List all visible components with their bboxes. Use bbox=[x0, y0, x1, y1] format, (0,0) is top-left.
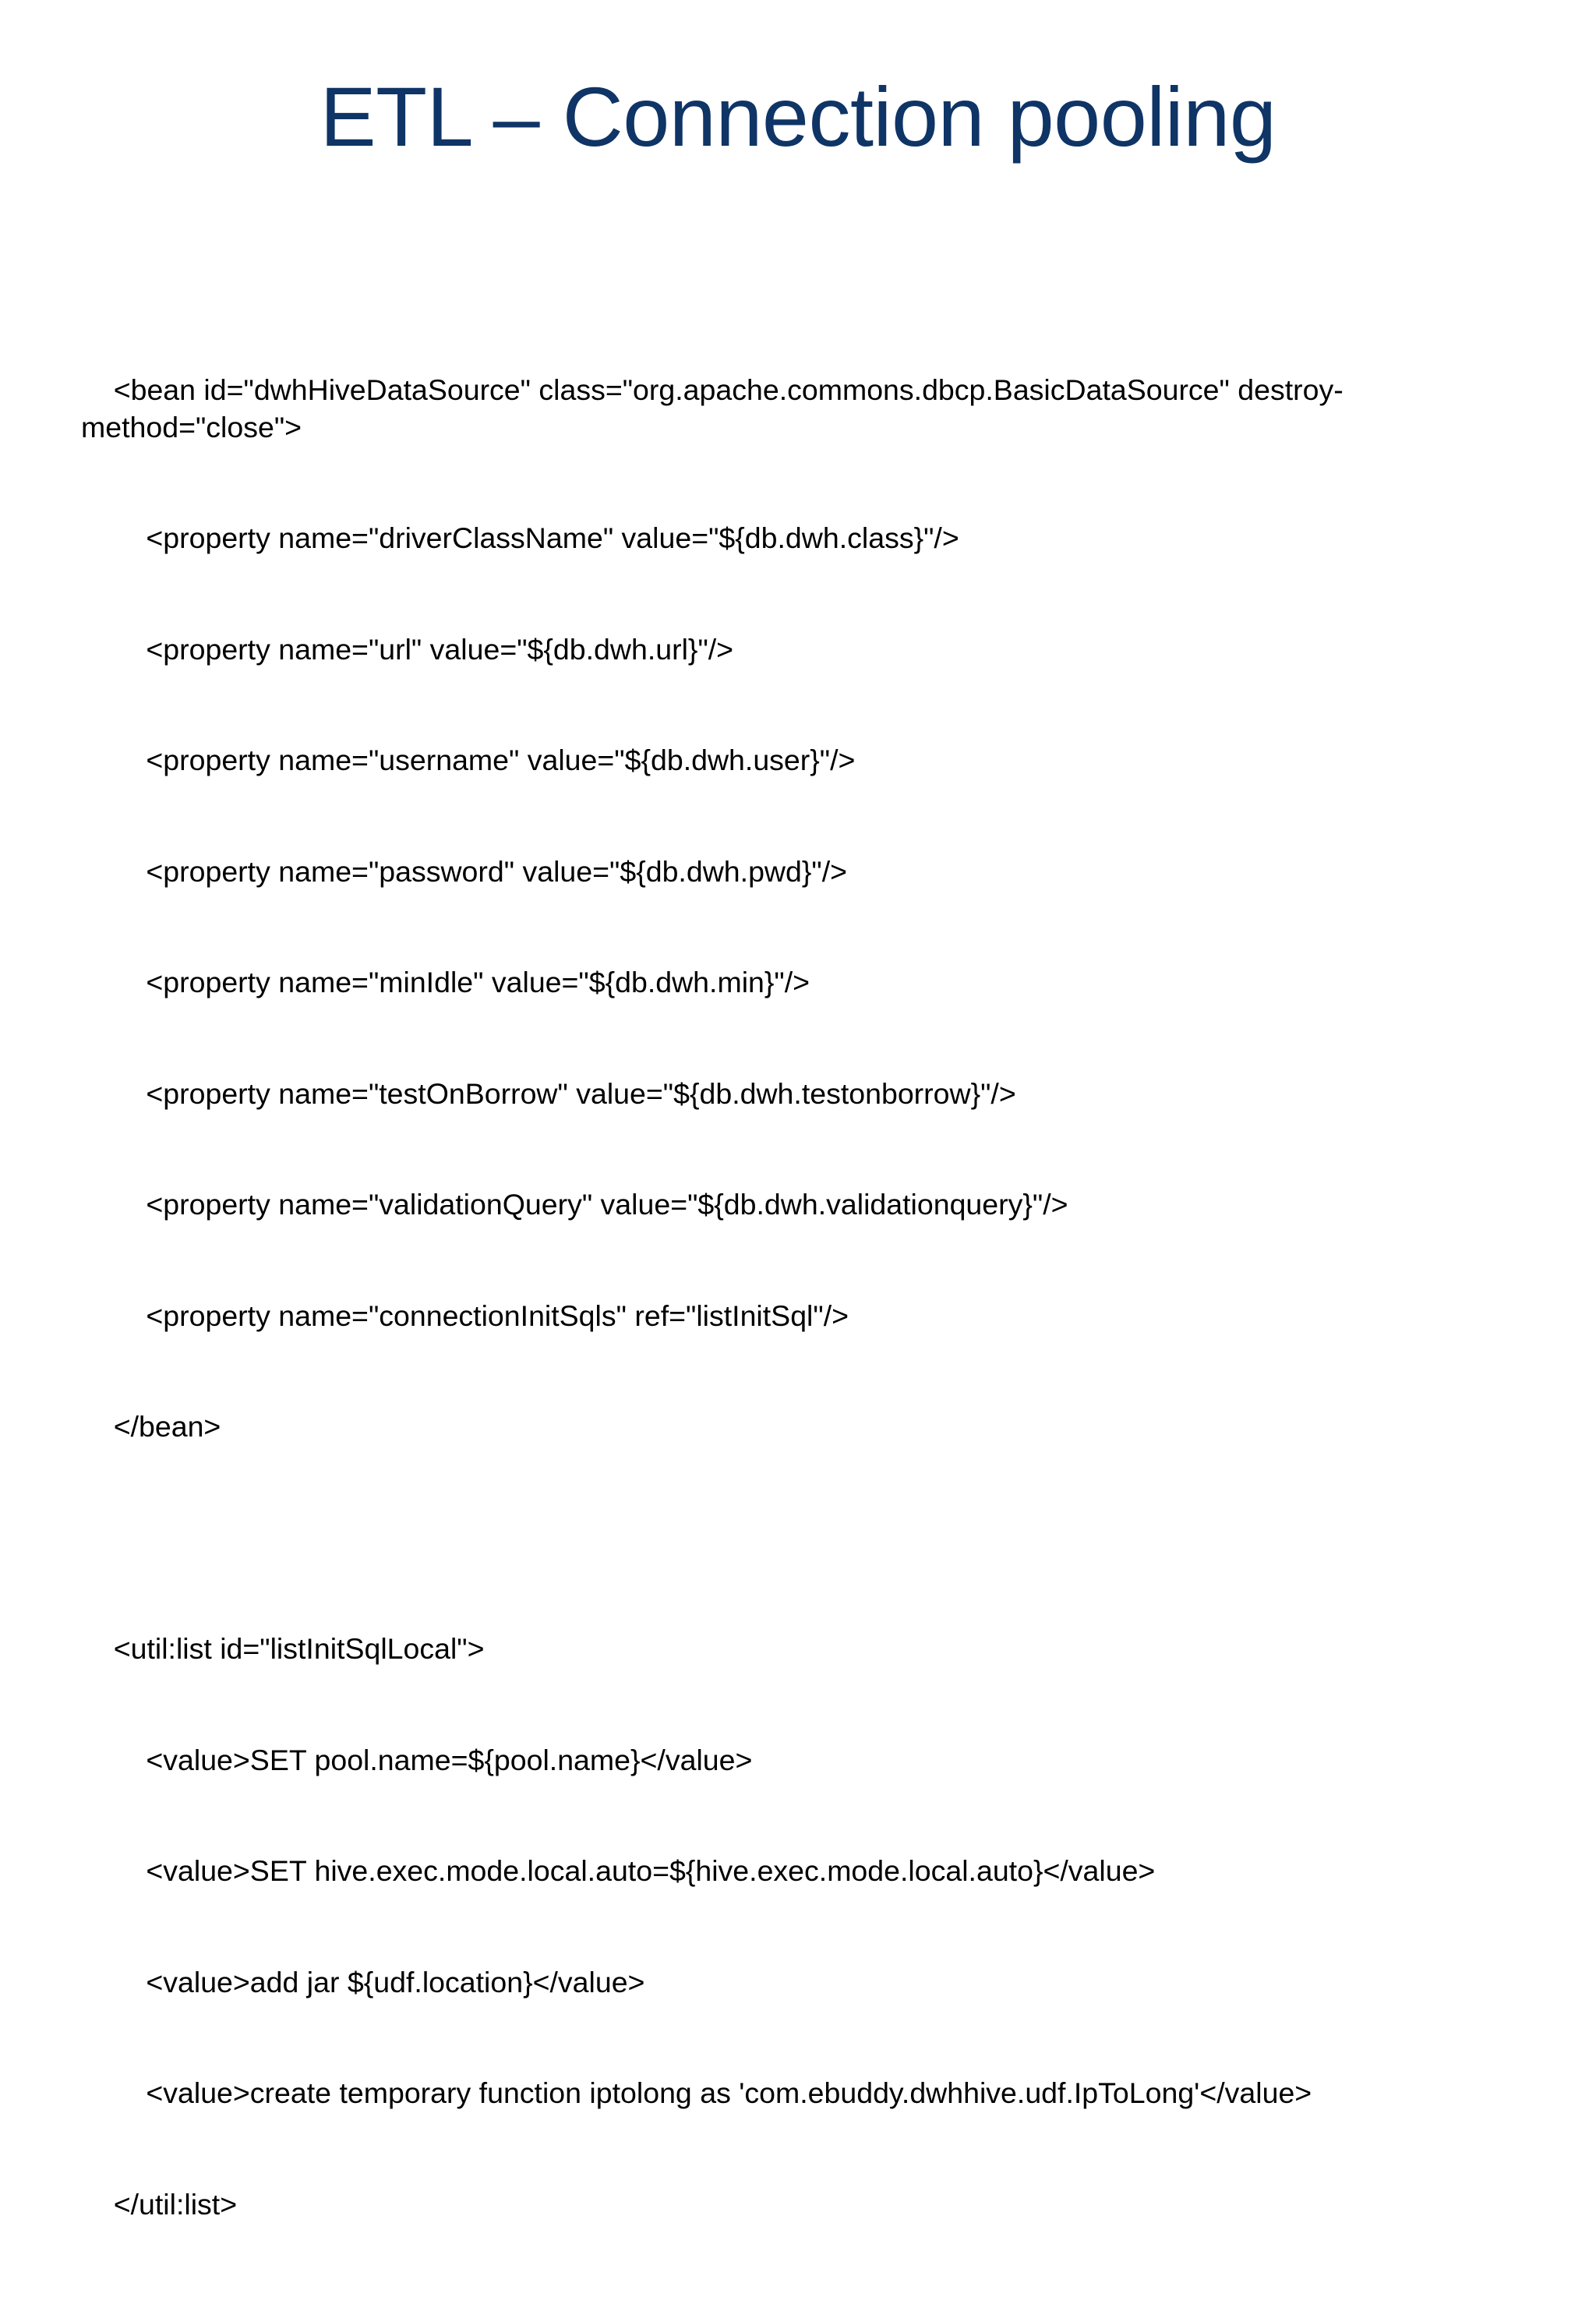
code-line: <property name="validationQuery" value="… bbox=[81, 1188, 1068, 1221]
code-line: <value>create temporary function iptolon… bbox=[81, 2076, 1312, 2109]
code-line-blank bbox=[81, 1520, 1515, 1557]
page-title: ETL – Connection pooling bbox=[320, 69, 1276, 164]
slide: ETL – Connection pooling <bean id="dwhHi… bbox=[81, 69, 1344, 2221]
code-line: <property name="testOnBorrow" value="${d… bbox=[81, 1076, 1016, 1110]
code-line: </util:list> bbox=[81, 2187, 238, 2221]
code-line: <value>add jar ${udf.location}</value> bbox=[81, 1965, 645, 1998]
code-line: <property name="minIdle" value="${db.dwh… bbox=[81, 966, 810, 998]
code-line: <property name="username" value="${db.dw… bbox=[81, 744, 856, 776]
code-line: <value>SET hive.exec.mode.local.auto=${h… bbox=[81, 1854, 1156, 1887]
code-line: <property name="url" value="${db.dwh.url… bbox=[81, 632, 734, 666]
code-line: <bean id="dwhHiveDataSource" class="org.… bbox=[81, 373, 1344, 443]
code-line: <util:list id="listInitSqlLocal"> bbox=[81, 1632, 485, 1665]
code-line: <value>SET pool.name=${pool.name}</value… bbox=[81, 1743, 753, 1776]
code-block: <bean id="dwhHiveDataSource" class="org.… bbox=[81, 298, 1515, 2297]
code-line: </bean> bbox=[81, 1410, 221, 1443]
code-line: <property name="connectionInitSqls" ref=… bbox=[81, 1299, 849, 1332]
code-line: <property name="password" value="${db.dw… bbox=[81, 854, 848, 888]
code-line: <property name="driverClassName" value="… bbox=[81, 521, 959, 554]
